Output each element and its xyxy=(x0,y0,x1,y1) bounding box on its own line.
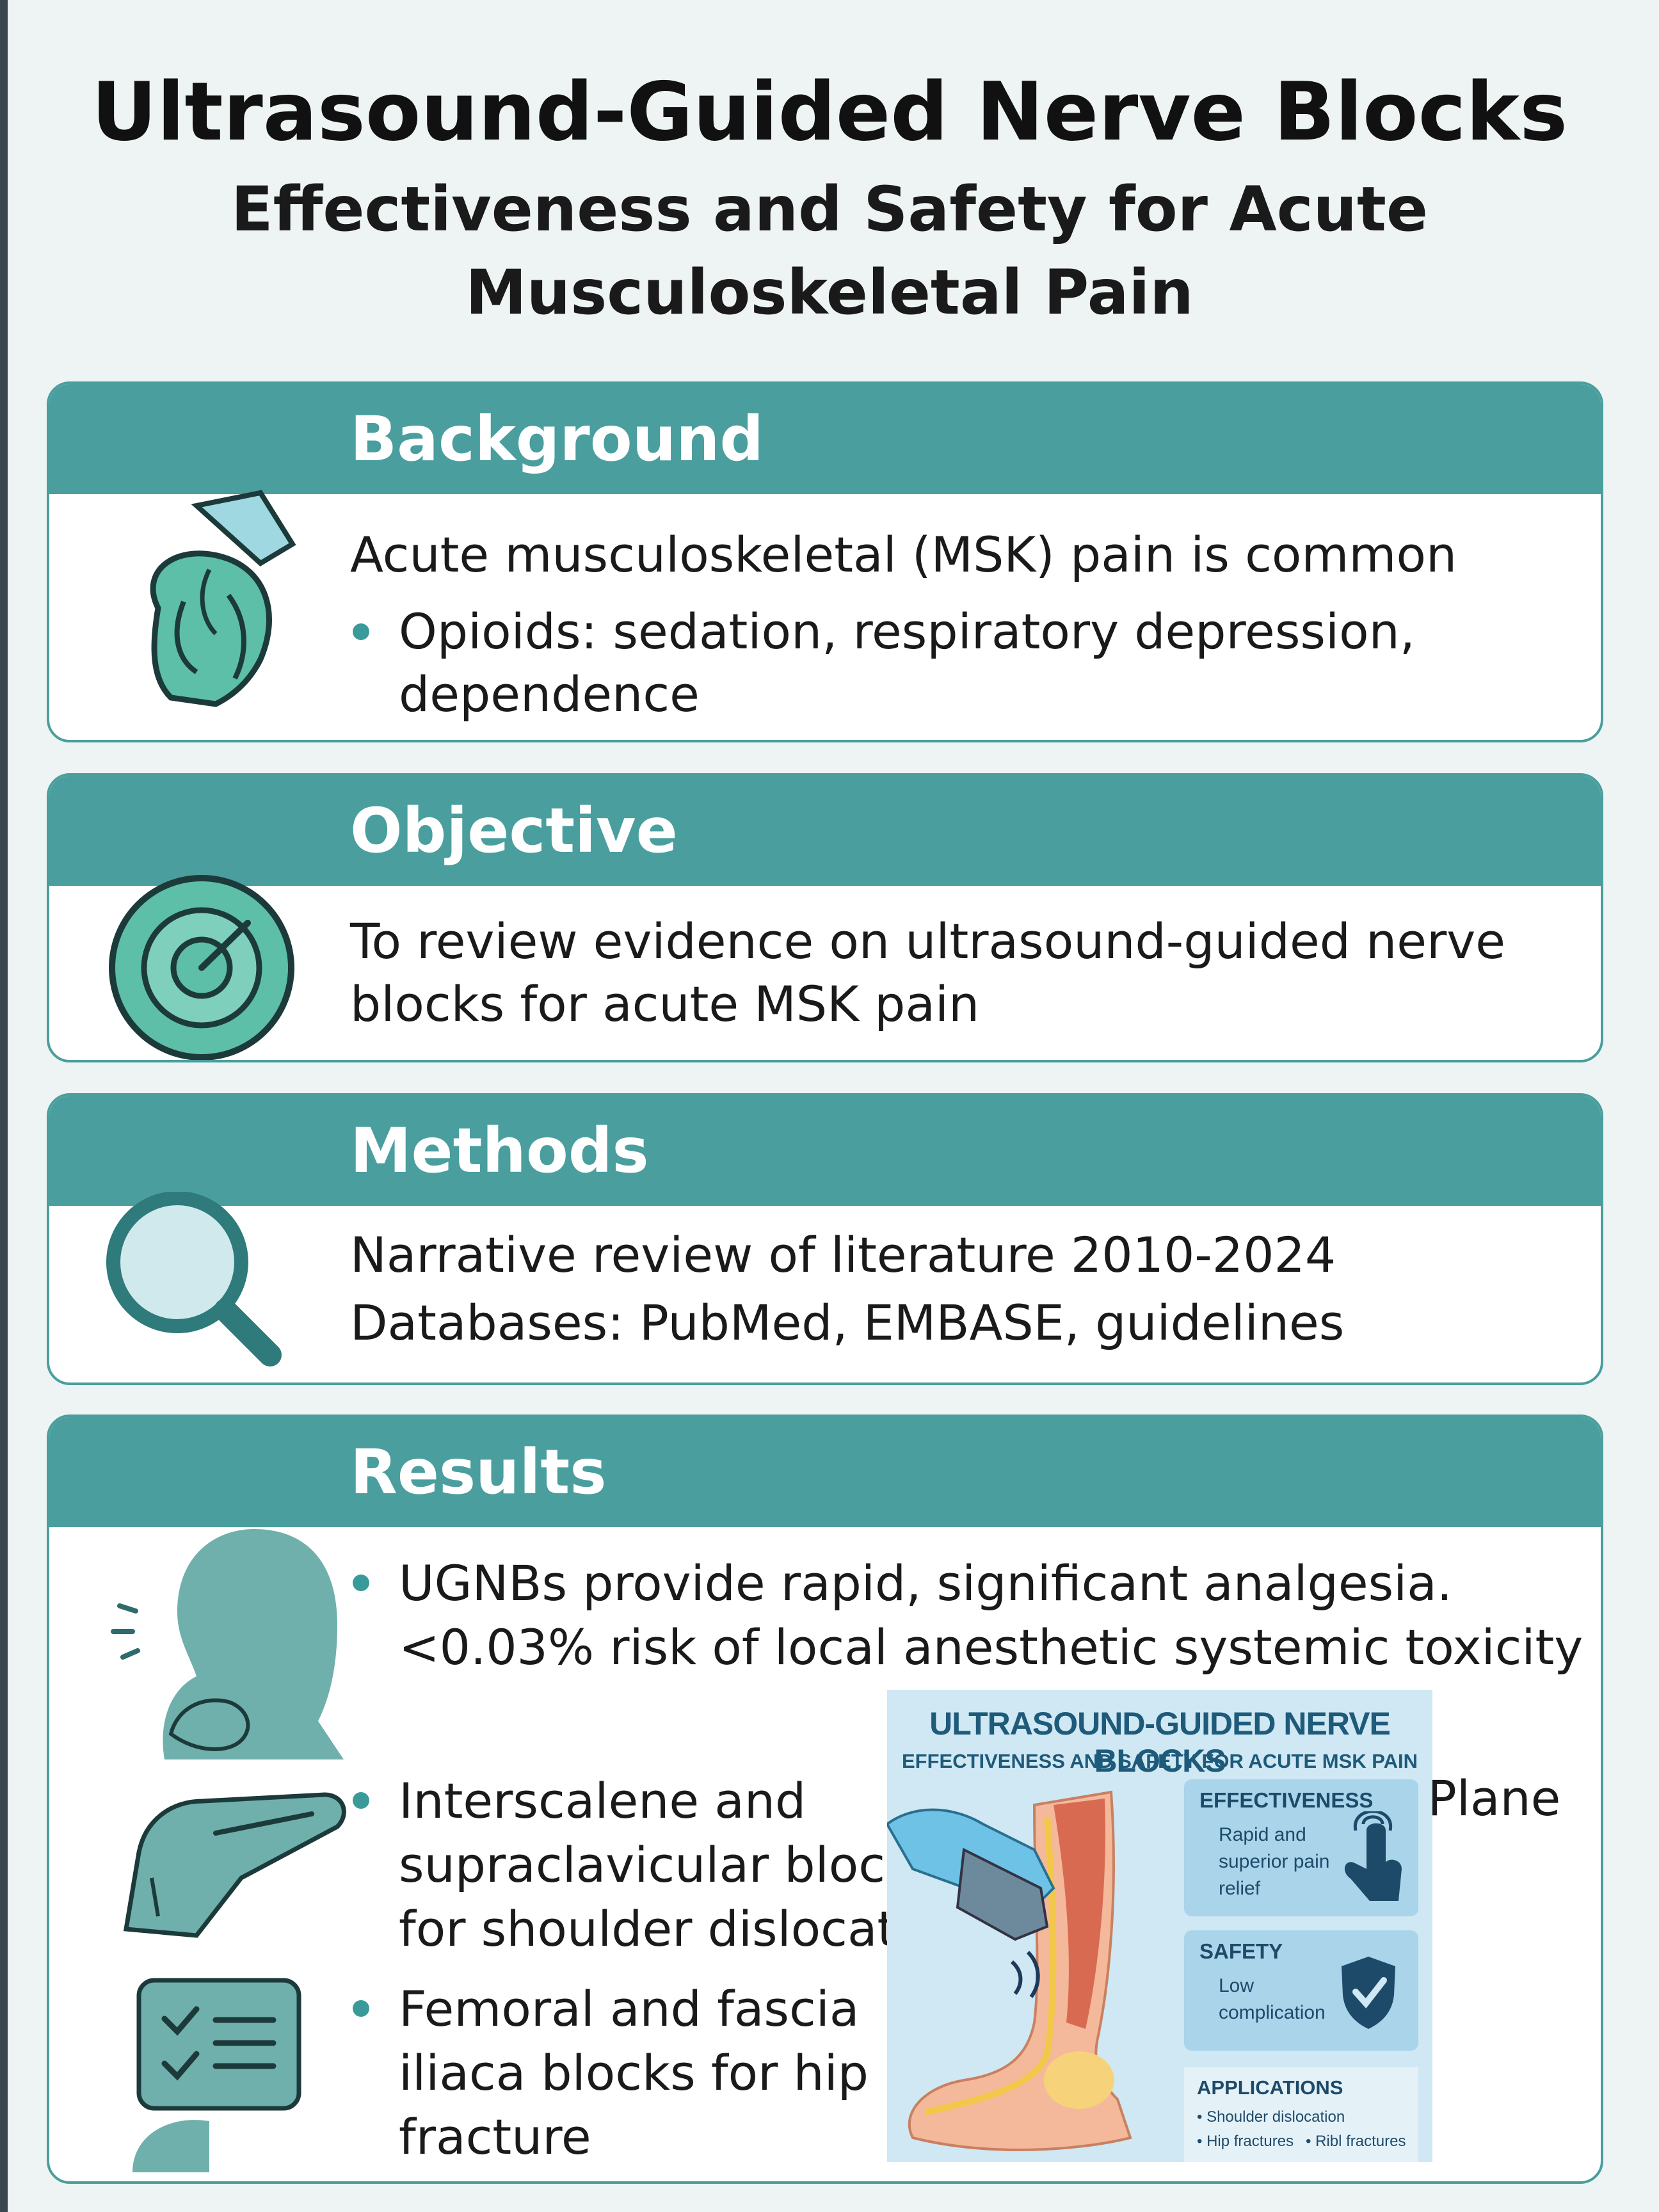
inset-application-item: • Shoulder dislocation xyxy=(1197,2108,1345,2126)
background-text: Acute musculoskeletal (MSK) pain is comm… xyxy=(350,526,1457,583)
objective-text: To review evidence on ultrasound-guided … xyxy=(350,913,1506,1032)
results-bullet-2: Interscalene and supraclavicular block f… xyxy=(350,1769,936,1961)
methods-heading: Methods xyxy=(49,1096,1601,1206)
inset-title: ULTRASOUND-GUIDED NERVE BLOCKS xyxy=(929,1706,1391,1779)
inset-infographic: ULTRASOUND-GUIDED NERVE BLOCKS EFFECTIVE… xyxy=(887,1690,1432,2162)
results-heading: Results xyxy=(49,1417,1601,1527)
page-title: Ultrasound-Guided Nerve Blocks xyxy=(91,65,1568,159)
magnifier-icon xyxy=(106,1192,282,1366)
results-bullet-2-overflow: Plane xyxy=(1427,1770,1561,1827)
results-bullet-3: Femoral and fascia iliaca blocks for hip… xyxy=(350,1977,885,2169)
background-bullet: Opioids: sedation, respiratory depressio… xyxy=(350,600,1487,726)
inset-applications-box: APPLICATIONS • Shoulder dislocation • Hi… xyxy=(1184,2067,1418,2162)
inset-safety-text: Low complication xyxy=(1219,1975,1326,2023)
tap-hand-icon xyxy=(1344,1811,1402,1901)
ultrasound-probe-icon xyxy=(123,1792,346,1938)
inset-applications-title: APPLICATIONS xyxy=(1197,2076,1343,2099)
background-card: Background Acute musculoskeletal (MSK) p… xyxy=(47,381,1603,742)
checklist-icon xyxy=(132,1978,301,2172)
inset-subtitle: EFFECTIVENESS AND SAFETY FOR ACUTE MSK P… xyxy=(901,1750,1418,1772)
objective-heading: Objective xyxy=(49,776,1601,886)
methods-line-1: Narrative review of literature 2010-2024 xyxy=(350,1226,1336,1283)
inset-application-item: • Ribl fractures xyxy=(1306,2133,1406,2150)
results-bullet-1: UGNBs provide rapid, significant analges… xyxy=(350,1551,1601,1679)
target-icon xyxy=(109,875,294,1060)
inset-safety-title: SAFETY xyxy=(1199,1939,1283,1963)
inset-effectiveness-box: EFFECTIVENESS Rapid and superior pain re… xyxy=(1184,1779,1418,1916)
methods-line-2: Databases: PubMed, EMBASE, guidelines xyxy=(350,1294,1345,1351)
patient-profile-icon xyxy=(111,1529,344,1759)
inset-safety-box: SAFETY Low complication xyxy=(1184,1930,1418,2051)
left-frame-edge xyxy=(0,0,8,2212)
inset-effectiveness-title: EFFECTIVENESS xyxy=(1199,1788,1374,1812)
page-subtitle: Effectiveness and Safety for Acute Muscu… xyxy=(231,173,1428,328)
shield-check-icon xyxy=(1342,1957,1395,2029)
objective-card: Objective To review evidence on ultrasou… xyxy=(47,773,1603,1062)
shoulder-pain-icon xyxy=(150,490,296,707)
leg-ultrasound-illustration xyxy=(887,1790,1132,2151)
inset-application-item: • Hip fractures xyxy=(1197,2133,1294,2150)
methods-card: Methods Narrative review of literature 2… xyxy=(47,1093,1603,1385)
background-heading: Background xyxy=(49,384,1601,494)
inset-effectiveness-text: Rapid and superior pain relief xyxy=(1219,1824,1330,1899)
